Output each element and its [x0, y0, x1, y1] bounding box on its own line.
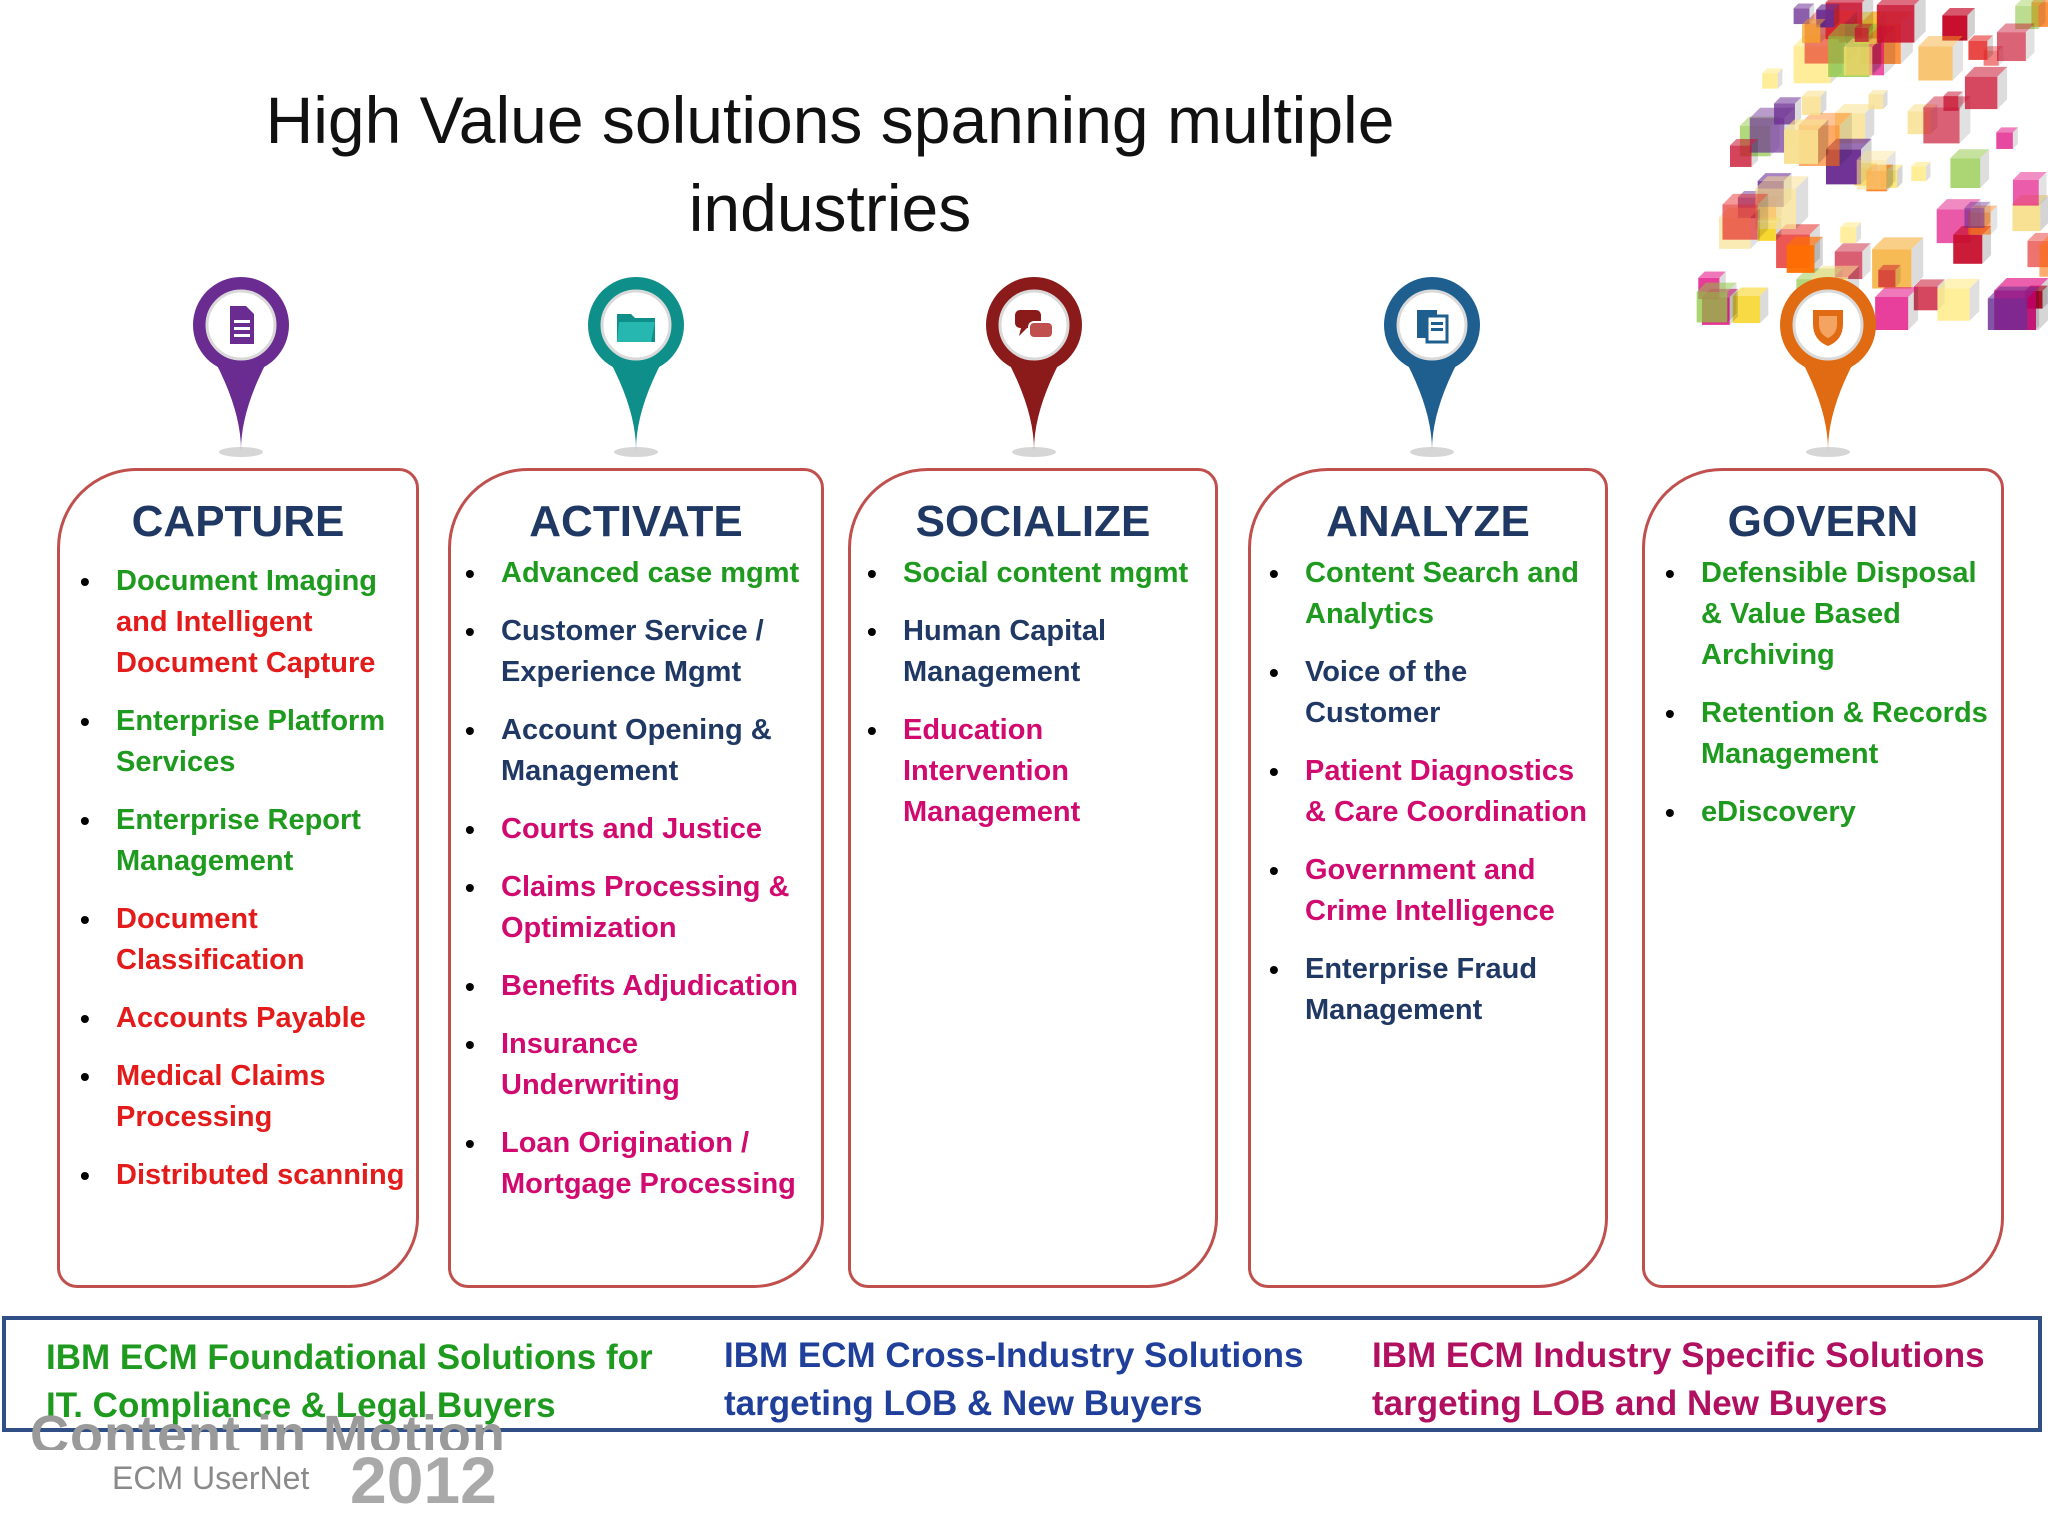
list-item: Enterprise Fraud Management: [1269, 949, 1601, 1031]
list-item-text: Accounts Payable: [116, 1002, 366, 1034]
solution-categories-bar: IBM ECM Foundational Solutions for IT. C…: [2, 1316, 2042, 1432]
list-item-text: Enterprise Platform Services: [116, 705, 386, 778]
govern-pin: [1780, 277, 1876, 457]
list-item: Claims Processing & Optimization: [465, 867, 817, 949]
capture-pin: [193, 277, 289, 457]
list-item-text: Claims Processing & Optimization: [501, 871, 790, 944]
column-list: Defensible Disposal & Value Based Archiv…: [1665, 553, 2001, 850]
list-item-text: Enterprise Report Management: [116, 804, 361, 877]
slide-title-line1: High Value solutions spanning multiple: [265, 83, 1395, 157]
shield-icon: [1813, 310, 1843, 346]
list-item-text: Social content mgmt: [903, 557, 1189, 589]
list-item-text: Content Search and Analytics: [1305, 557, 1579, 630]
list-item: Accounts Payable: [80, 998, 412, 1039]
list-item-text: Distributed scanning: [116, 1159, 405, 1191]
list-item: Enterprise Report Management: [80, 800, 412, 882]
list-item: Government and Crime Intelligence: [1269, 850, 1601, 932]
list-item-text: and Intelligent Document Capture: [116, 606, 376, 679]
list-item: Courts and Justice: [465, 809, 817, 850]
list-item-text: Insurance Underwriting: [501, 1028, 680, 1101]
list-item-text: eDiscovery: [1701, 796, 1856, 828]
slide-title-line2: industries: [688, 171, 972, 245]
list-item: Enterprise Platform Services: [80, 701, 412, 783]
list-item: Benefits Adjudication: [465, 966, 817, 1007]
analyze-pin: [1384, 277, 1480, 457]
list-item-text: Defensible Disposal & Value Based Archiv…: [1701, 557, 1977, 671]
column-list: Advanced case mgmtCustomer Service / Exp…: [465, 553, 817, 1222]
list-item: Distributed scanning: [80, 1155, 412, 1196]
list-item-text: Human Capital Management: [903, 615, 1107, 688]
list-item-text: Customer Service / Experience Mgmt: [501, 615, 764, 688]
list-item: Account Opening & Management: [465, 710, 817, 792]
column-heading: GOVERN: [1727, 497, 1919, 546]
list-item-text: Medical Claims Processing: [116, 1060, 326, 1133]
list-item-text: Education Intervention Management: [903, 714, 1081, 828]
socialize-column: SOCIALIZE Social content mgmtHuman Capit…: [848, 468, 1218, 1288]
list-item: Education Intervention Management: [867, 710, 1211, 833]
analyze-column: ANALYZE Content Search and Analytics Voi…: [1248, 468, 1608, 1288]
slide-title: High Value solutions spanning multiple i…: [170, 76, 1490, 252]
column-heading: ACTIVATE: [529, 497, 743, 546]
logo-wordmark: Content in Motion: [30, 1405, 506, 1450]
list-item-text: Retention & Records Management: [1701, 697, 1988, 770]
column-list: Content Search and Analytics Voice of th…: [1269, 553, 1601, 1048]
chat-bubbles-icon: [1015, 310, 1054, 339]
content-in-motion-logo: Content in Motion ECM UserNet 2012: [30, 1405, 510, 1530]
list-item: Advanced case mgmt: [465, 553, 817, 594]
list-item: Document Classification: [80, 899, 412, 981]
list-item: Insurance Underwriting: [465, 1024, 817, 1106]
list-item: Defensible Disposal & Value Based Archiv…: [1665, 553, 2001, 676]
column-heading: ANALYZE: [1326, 497, 1530, 546]
list-item-text: Benefits Adjudication: [501, 970, 798, 1002]
column-heading: CAPTURE: [131, 497, 345, 546]
list-item: Social content mgmt: [867, 553, 1211, 594]
list-item: Content Search and Analytics: [1269, 553, 1601, 635]
list-item-text: Document Imaging: [116, 565, 378, 597]
list-item-text: Loan Origination / Mortgage Processing: [501, 1127, 796, 1200]
column-heading: SOCIALIZE: [915, 497, 1151, 546]
list-item: Loan Origination / Mortgage Processing: [465, 1123, 817, 1205]
cross-industry-solutions-label: IBM ECM Cross-Industry Solutions targeti…: [724, 1336, 1304, 1423]
industry-specific-solutions-label: IBM ECM Industry Specific Solutions targ…: [1372, 1336, 1985, 1423]
list-item-text: Account Opening & Management: [501, 714, 772, 787]
column-list: Document Imaging and Intelligent Documen…: [80, 561, 412, 1213]
list-item: Customer Service / Experience Mgmt: [465, 611, 817, 693]
foundational-solutions-label: IBM ECM Foundational Solutions for IT. C…: [46, 1338, 653, 1425]
list-item-text: Patient Diagnostics & Care Coordination: [1305, 755, 1587, 828]
activate-pin: [588, 277, 684, 457]
folder-icon: [617, 314, 655, 342]
list-item: Document Imaging and Intelligent Documen…: [80, 561, 412, 684]
logo-year: 2012: [350, 1443, 497, 1517]
logo-subtitle: ECM UserNet: [112, 1460, 310, 1496]
socialize-pin: [986, 277, 1082, 457]
documents-search-icon: [1417, 310, 1449, 344]
list-item: Patient Diagnostics & Care Coordination: [1269, 751, 1601, 833]
activate-column: ACTIVATE Advanced case mgmtCustomer Serv…: [448, 468, 824, 1288]
list-item-text: Advanced case mgmt: [501, 557, 800, 589]
list-item: eDiscovery: [1665, 792, 2001, 833]
list-item-text: Government and Crime Intelligence: [1305, 854, 1555, 927]
list-item: Voice of the Customer: [1269, 652, 1601, 734]
list-item-text: Voice of the Customer: [1305, 656, 1468, 729]
list-item-text: Enterprise Fraud Management: [1305, 953, 1538, 1026]
list-item: Human Capital Management: [867, 611, 1211, 693]
document-icon: [230, 306, 254, 344]
list-item: Retention & Records Management: [1665, 693, 2001, 775]
capture-column: CAPTURE Document Imaging and Intelligent…: [57, 468, 419, 1288]
list-item: Medical Claims Processing: [80, 1056, 412, 1138]
column-list: Social content mgmtHuman Capital Managem…: [867, 553, 1211, 850]
list-item-text: Courts and Justice: [501, 813, 763, 845]
govern-column: GOVERN Defensible Disposal & Value Based…: [1642, 468, 2004, 1288]
list-item-text: Document Classification: [116, 903, 305, 976]
